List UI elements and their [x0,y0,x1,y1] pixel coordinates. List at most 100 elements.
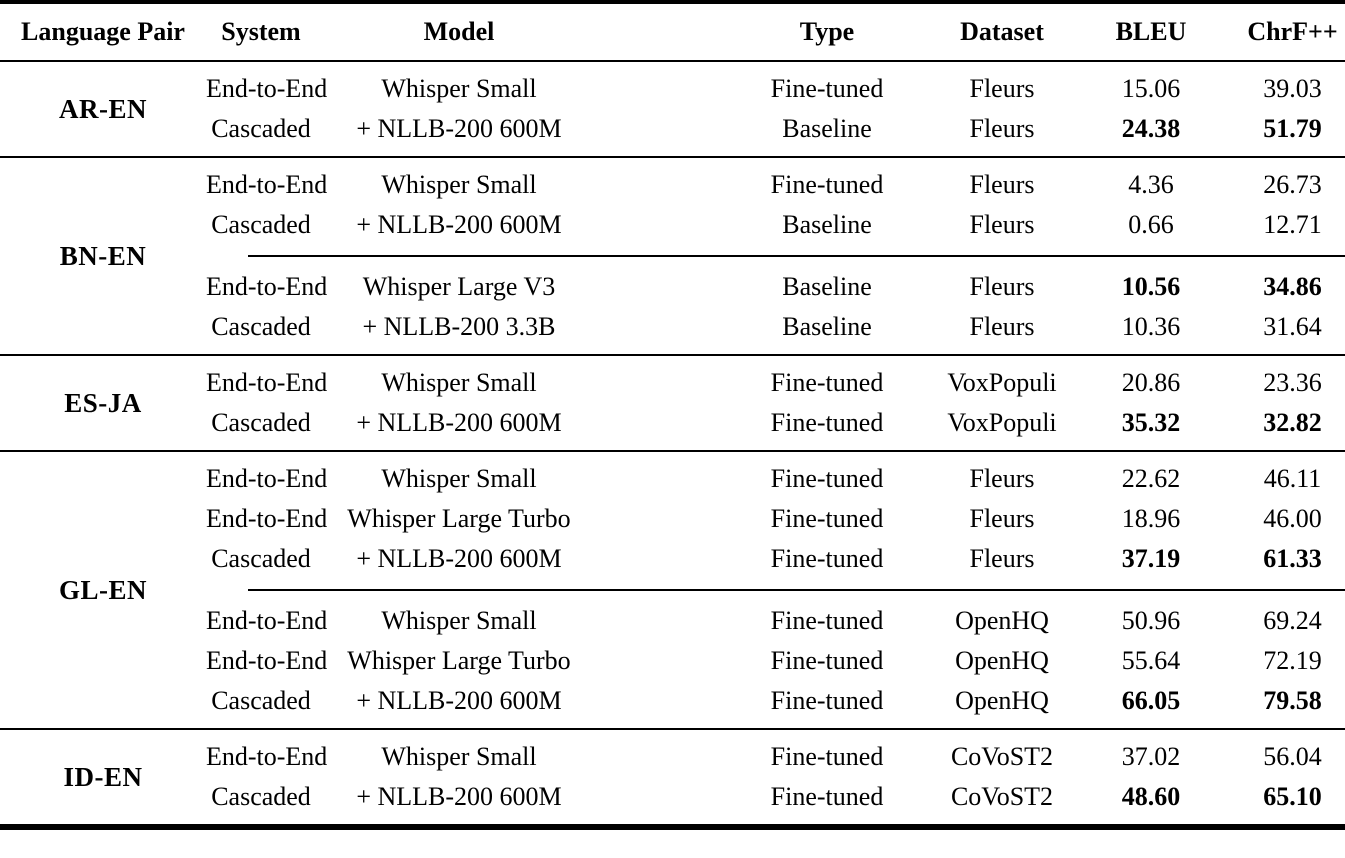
cell-chrf: 56.04 [1263,742,1322,771]
header-dataset: Dataset [960,17,1044,46]
cell-model: + NLLB-200 600M [356,210,562,239]
cell-system: End-to-End [206,170,328,199]
cell-spacer [602,737,712,777]
cell-bleu: 24.38 [1121,114,1181,143]
subgroup-divider [248,589,1345,591]
cell-model: Whisper Small [381,606,537,635]
subgroup-divider [248,255,1345,257]
cell-model: Whisper Small [381,742,537,771]
cell-chrf: 23.36 [1263,368,1322,397]
language-pair-label: GL-EN [58,574,147,605]
cell-system: End-to-End [206,368,328,397]
cell-system: Cascaded [211,114,311,143]
cell-system: End-to-End [206,74,328,103]
cell-bleu: 20.86 [1121,368,1181,397]
cell-type: Baseline [782,114,872,143]
cell-spacer [602,109,712,149]
cell-system: End-to-End [206,742,328,771]
cell-model: Whisper Large V3 [362,272,556,301]
cell-chrf: 72.19 [1263,646,1322,675]
cell-system: Cascaded [211,782,311,811]
cell-dataset: Fleurs [969,544,1035,573]
cell-chrf: 12.71 [1263,210,1322,239]
cell-type: Baseline [782,272,872,301]
cell-dataset: Fleurs [969,504,1035,533]
cell-chrf: 31.64 [1263,312,1322,341]
cell-dataset: VoxPopuli [947,408,1057,437]
cell-dataset: Fleurs [969,210,1035,239]
cell-system: Cascaded [211,686,311,715]
cell-model: + NLLB-200 600M [356,114,562,143]
cell-model: Whisper Small [381,464,537,493]
cell-dataset: OpenHQ [955,646,1049,675]
cell-spacer [602,681,712,721]
cell-spacer [602,363,712,403]
cell-system: Cascaded [211,544,311,573]
cell-system: End-to-End [206,606,328,635]
language-pair-label: BN-EN [59,240,147,271]
cell-model: + NLLB-200 600M [356,544,562,573]
cell-type: Fine-tuned [770,170,884,199]
cell-spacer [602,403,712,443]
cell-type: Baseline [782,210,872,239]
cell-chrf: 39.03 [1263,74,1322,103]
header-model: Model [423,17,495,46]
cell-bleu: 10.36 [1121,312,1181,341]
cell-type: Fine-tuned [770,464,884,493]
cell-spacer [602,601,712,641]
cell-spacer [602,205,712,245]
language-pair-label: AR-EN [59,93,147,124]
cell-dataset: Fleurs [969,114,1035,143]
cell-system: End-to-End [206,646,328,675]
cell-bleu: 15.06 [1121,74,1181,103]
table-bottom-rule [0,826,1345,830]
cell-type: Fine-tuned [770,368,884,397]
cell-dataset: OpenHQ [955,606,1049,635]
cell-dataset: Fleurs [969,464,1035,493]
cell-bleu: 22.62 [1121,464,1181,493]
cell-system: Cascaded [211,312,311,341]
header-chrf: ChrF++ [1247,17,1338,46]
cell-chrf: 26.73 [1263,170,1322,199]
cell-model: Whisper Small [381,368,537,397]
header-bleu: BLEU [1115,17,1187,46]
language-pair-label: ES-JA [64,387,142,418]
cell-bleu: 18.96 [1121,504,1181,533]
cell-dataset: Fleurs [969,312,1035,341]
cell-spacer [602,69,712,109]
cell-spacer [602,539,712,579]
cell-model: Whisper Large Turbo [347,504,571,533]
cell-model: + NLLB-200 600M [356,686,562,715]
cell-dataset: Fleurs [969,170,1035,199]
cell-system: End-to-End [206,504,328,533]
cell-type: Fine-tuned [770,742,884,771]
cell-chrf: 69.24 [1263,606,1322,635]
cell-spacer [602,777,712,817]
cell-system: Cascaded [211,408,311,437]
cell-model: Whisper Small [381,170,537,199]
cell-spacer [602,165,712,205]
cell-bleu: 66.05 [1121,686,1181,715]
cell-type: Fine-tuned [770,782,884,811]
cell-type: Fine-tuned [770,646,884,675]
cell-bleu: 10.56 [1121,272,1181,301]
cell-dataset: CoVoST2 [950,782,1054,811]
cell-dataset: VoxPopuli [947,368,1057,397]
cell-chrf: 34.86 [1263,272,1322,301]
cell-chrf: 61.33 [1263,544,1322,573]
cell-spacer [602,499,712,539]
cell-bleu: 48.60 [1121,782,1181,811]
cell-bleu: 35.32 [1121,408,1181,437]
header-row: Language Pair System Model Type Dataset … [0,4,1345,62]
cell-spacer [602,307,712,347]
cell-dataset: OpenHQ [955,686,1049,715]
